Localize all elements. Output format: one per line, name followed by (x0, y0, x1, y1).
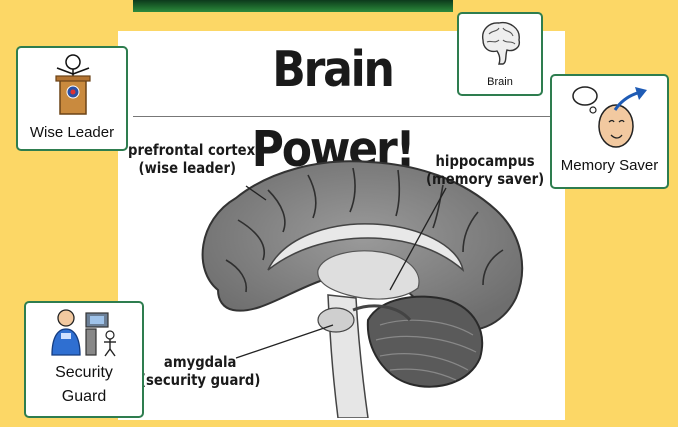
brain-icon (477, 18, 525, 68)
security-guard-card: Security Guard (24, 301, 144, 418)
title-divider (133, 116, 565, 117)
memory-saver-card: Memory Saver (550, 74, 669, 189)
memory-head-icon (571, 82, 651, 152)
background-photo-strip (133, 0, 453, 12)
podium-speaker-icon (51, 52, 95, 118)
brain-label: Brain (459, 70, 541, 94)
label-prefrontal-cortex: prefrontal cortex (wise leader) (128, 141, 255, 177)
brain-card: Brain (457, 12, 543, 96)
wise-leader-label: Wise Leader (18, 121, 126, 145)
label-hippocampus: hippocampus (memory saver) (426, 152, 544, 188)
wise-leader-card: Wise Leader (16, 46, 128, 151)
cerebellum (368, 297, 482, 387)
label-amygdala: amygdala (security guard) (140, 353, 260, 389)
security-guard-icon (50, 307, 122, 357)
security-guard-label: Security Guard (26, 361, 142, 409)
memory-saver-label: Memory Saver (552, 154, 667, 178)
